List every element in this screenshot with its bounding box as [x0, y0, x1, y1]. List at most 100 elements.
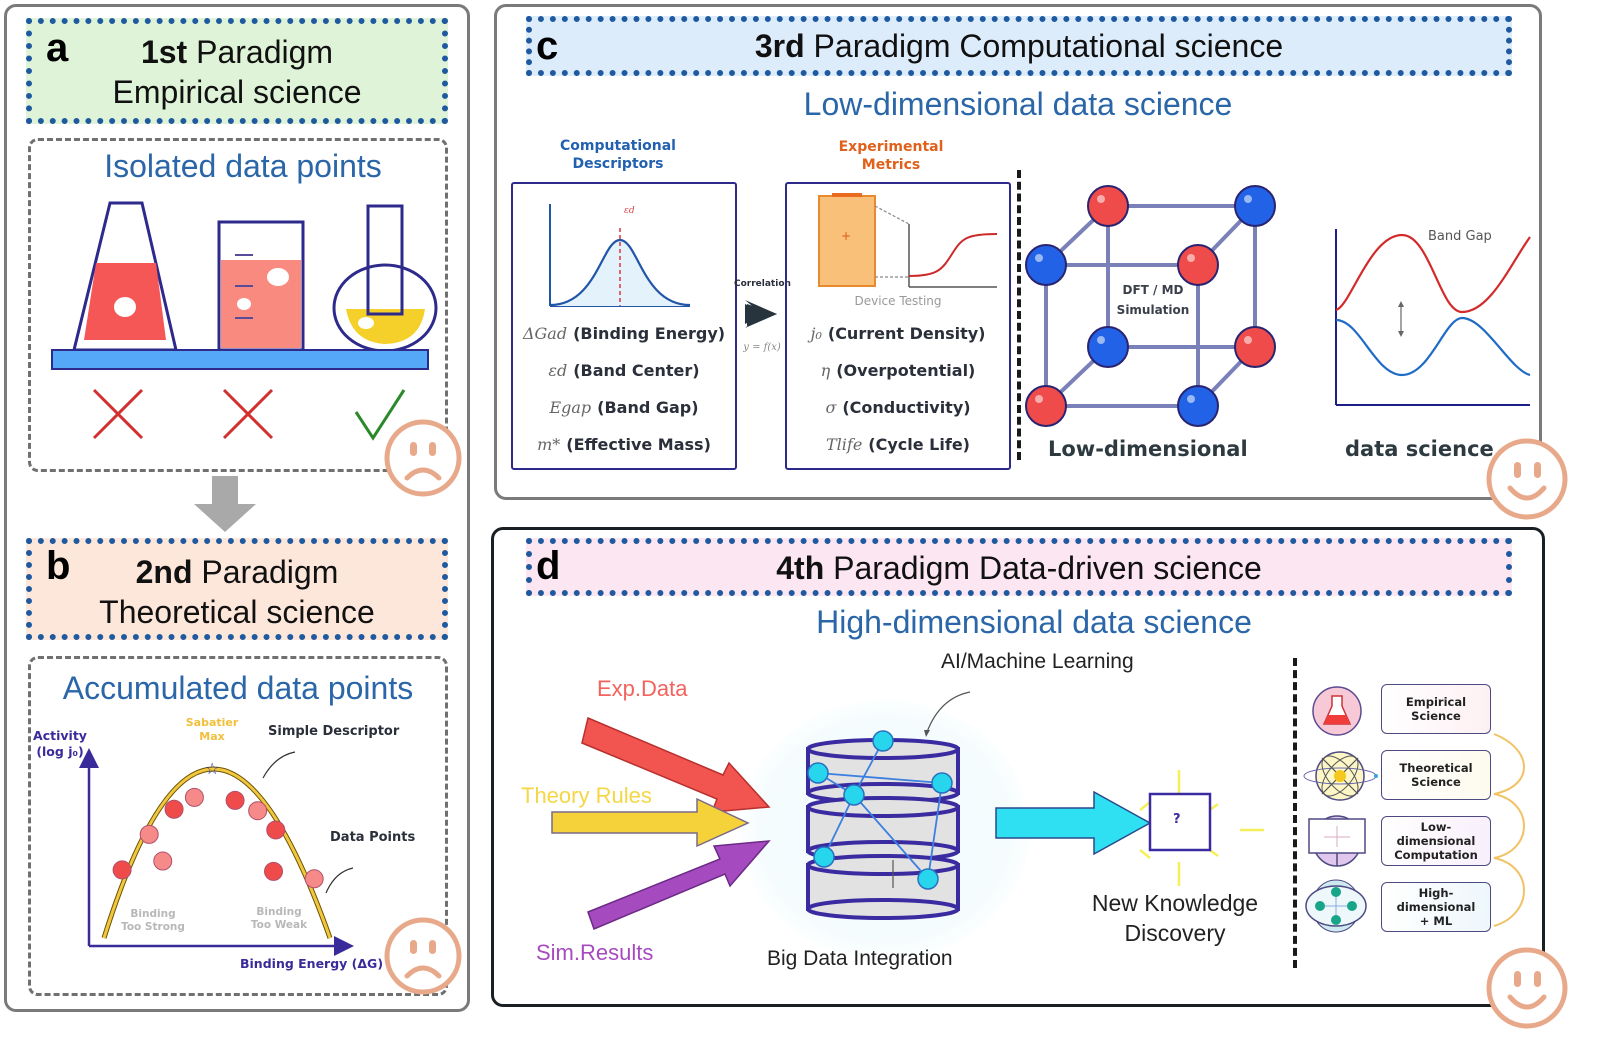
exp-data-arrow-icon	[581, 716, 771, 813]
paradigm-pill-line1: Empirical	[1405, 695, 1467, 709]
descriptor-row: ΔGad(Binding Energy)	[513, 324, 735, 343]
panel-b-title-line2: Theoretical science	[99, 594, 375, 630]
sabatier-label: Sabatier Max	[182, 716, 242, 744]
panel-c-letter: c	[536, 24, 559, 68]
evolution-wave-icon	[1493, 733, 1525, 927]
data-point	[164, 799, 184, 819]
empirical-flask-icon	[1312, 686, 1362, 736]
theory-rules-arrow-icon	[551, 797, 750, 848]
metric-label: (Current Density)	[827, 324, 986, 343]
simple-descriptor-label: Simple Descriptor	[268, 724, 400, 739]
panel-b-header: b 2nd Paradigm Theoretical science	[26, 538, 448, 640]
atom-highlight	[1187, 254, 1195, 262]
descriptor-row: m*(Effective Mass)	[513, 435, 735, 454]
blue-atom	[1025, 244, 1067, 286]
network-link	[927, 782, 943, 880]
cross-mark-icon	[222, 388, 274, 440]
panel-a-content-box	[28, 138, 448, 472]
data-point	[184, 787, 204, 807]
panel-c-header: c 3rd Paradigm Computational science	[526, 16, 1512, 76]
cross-mark-icon	[92, 388, 144, 440]
cube-label-line1: DFT / MD	[1122, 283, 1184, 297]
big-data-label: Big Data Integration	[767, 947, 953, 970]
check-mark-icon	[354, 389, 406, 441]
panel-d-subtitle: High-dimensional data science	[816, 604, 1252, 640]
sim-results-label: Sim.Results	[536, 940, 654, 965]
data-point	[225, 790, 245, 810]
atom-highlight	[1035, 395, 1043, 403]
blue-atom	[1177, 385, 1219, 427]
paradigm-pill-line2: Science	[1411, 709, 1461, 723]
discovery-arrow-icon	[995, 790, 1152, 856]
caption-data-science: data science	[1345, 437, 1494, 461]
y-axis-label-line1: Activity	[33, 728, 87, 743]
panel-b-subtitle: Accumulated data points	[62, 670, 414, 706]
blue-atom	[1087, 326, 1129, 368]
correlation-arrow-icon	[745, 300, 777, 328]
sabatier-label-line1: Sabatier	[185, 716, 239, 729]
unknown-knowledge-icon	[1139, 770, 1264, 886]
section-divider	[1017, 170, 1021, 460]
high-dim-network-icon	[1305, 879, 1367, 933]
correlation-formula: y = f(x)	[743, 342, 781, 353]
descriptors-heading: Computational Descriptors	[512, 137, 724, 173]
lab-glassware-illustration	[51, 201, 438, 441]
correlation-label: Correlation	[734, 279, 791, 289]
panel-d-header: d 4th Paradigm Data-driven science	[526, 538, 1512, 596]
panel-a-title-rest: Paradigm	[187, 34, 334, 70]
panel-a-header: a 1st Paradigm Empirical science	[26, 18, 448, 124]
red-atom	[1087, 185, 1129, 227]
descriptor-row: Egap(Band Gap)	[513, 398, 735, 417]
metric-symbol: Tlife	[826, 435, 863, 454]
unknown-symbol: ?	[1173, 812, 1181, 827]
ml-label: AI/Machine Learning	[941, 650, 1134, 673]
points-pointer	[325, 867, 354, 894]
red-atom	[1234, 326, 1276, 368]
network-node	[931, 772, 953, 794]
paradigm-pill-line2: Science	[1411, 775, 1461, 789]
network-node	[872, 730, 894, 752]
section-divider	[1293, 658, 1297, 968]
panel-b-title: 2nd Paradigm	[32, 552, 442, 592]
atom-highlight	[1244, 336, 1252, 344]
sad-face-icon	[384, 419, 462, 497]
sabatier-star-icon: ☆	[205, 759, 219, 778]
happy-face-icon	[1486, 438, 1568, 520]
descriptor-label: (Effective Mass)	[566, 435, 711, 454]
atom-highlight	[1097, 195, 1105, 203]
network-node	[813, 846, 835, 868]
network-node	[917, 868, 939, 890]
panel-d-title-bold: 4th	[776, 550, 825, 586]
too-strong-line1: Binding	[130, 908, 176, 920]
network-link	[823, 794, 855, 858]
descriptor-label: (Band Center)	[573, 361, 700, 380]
metric-label: (Overpotential)	[836, 361, 976, 380]
network-node	[807, 762, 829, 784]
data-point	[139, 824, 159, 844]
too-weak-line2: Too Weak	[250, 919, 308, 931]
paradigm-pill: High-dimensional+ ML	[1381, 882, 1491, 932]
blue-atom	[1234, 185, 1276, 227]
exp-data-label: Exp.Data	[597, 676, 688, 701]
metric-symbol: η	[820, 361, 831, 380]
theory-rules-label: Theory Rules	[521, 783, 652, 808]
metrics-heading-line2: Metrics	[861, 157, 921, 173]
device-testing-icon: +	[818, 193, 998, 288]
shelf	[51, 349, 429, 370]
cube-label: DFT / MD Simulation	[1108, 280, 1198, 320]
beaker-icon	[217, 220, 305, 352]
panel-a-title: 1st Paradigm	[32, 32, 442, 72]
panel-a-title-line2: Empirical science	[112, 74, 362, 110]
band-center-peak-label: εd	[624, 206, 635, 216]
descriptor-label: (Band Gap)	[597, 398, 699, 417]
cube-label-line2: Simulation	[1116, 303, 1190, 317]
metric-row: Tlife(Cycle Life)	[787, 435, 1009, 454]
descriptor-label: (Binding Energy)	[573, 324, 726, 343]
conduction-band-curve	[1335, 233, 1531, 314]
panel-a-subtitle: Isolated data points	[104, 148, 382, 184]
metric-row: σ(Conductivity)	[787, 398, 1009, 417]
too-weak-line1: Binding	[256, 906, 302, 918]
